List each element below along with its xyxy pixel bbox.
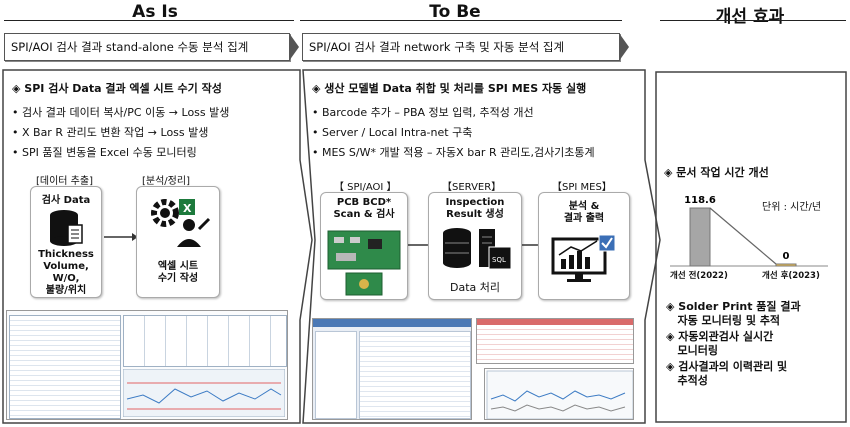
to-be-step2-line-1: Inspection bbox=[445, 197, 505, 208]
header-to-be: To Be bbox=[429, 2, 481, 22]
chart-data-label-1: 118.6 bbox=[684, 195, 716, 206]
effect-panel-outline bbox=[655, 71, 847, 423]
effect-bullet-3: ◈ 자동외관검사 실시간 bbox=[666, 330, 774, 343]
to-be-step1-line-2: Scan & 검사 bbox=[333, 209, 395, 220]
to-be-step3-label: 【SPI MES】 bbox=[552, 182, 612, 193]
to-be-step2-label: 【SERVER】 bbox=[442, 182, 502, 193]
to-be-mes-screenshot-2 bbox=[476, 318, 634, 364]
svg-text:X: X bbox=[183, 202, 192, 215]
as-is-step1-line-4: 불량/위치 bbox=[45, 285, 87, 296]
effect-bullet-2: 자동 모니터링 및 추적 bbox=[666, 314, 781, 327]
to-be-title: ◈ 생산 모델별 Data 취합 및 처리를 SPI MES 자동 실행 bbox=[312, 82, 587, 95]
header-effect: 개선 효과 bbox=[715, 7, 785, 27]
chart-bar-2 bbox=[775, 263, 797, 267]
pcb-board-icon bbox=[327, 230, 401, 296]
effect-bullet-6: 추적성 bbox=[666, 374, 708, 387]
as-is-step2-line-1: 엑셀 시트 bbox=[157, 261, 199, 272]
to-be-bullet-2: • Server / Local Intra-net 구축 bbox=[312, 126, 473, 139]
to-be-mes-screenshot-1 bbox=[312, 318, 472, 420]
chart-category-2: 개선 후(2023) bbox=[762, 271, 820, 281]
as-is-step1-label: [데이터 추출] bbox=[36, 176, 93, 187]
effect-unit: 단위 : 시간/년 bbox=[762, 202, 822, 213]
as-is-step2-line-2: 수기 작성 bbox=[157, 273, 199, 284]
to-be-step3-line-2: 결과 출력 bbox=[563, 213, 605, 224]
as-is-bullet-1: • 검사 결과 데이터 복사/PC 이동 → Loss 발생 bbox=[12, 106, 230, 119]
as-is-step1-line-3: W/O, bbox=[52, 273, 80, 284]
header-effect-underline bbox=[660, 20, 846, 21]
to-be-step2-bottom: Data 처리 bbox=[449, 281, 500, 294]
header-as-is: As Is bbox=[132, 2, 178, 22]
to-be-step1-box: PCB BCD* Scan & 검사 bbox=[320, 192, 408, 300]
chart-trend-line bbox=[709, 207, 777, 265]
monitor-chart-icon bbox=[551, 234, 616, 282]
as-is-step1-line-1: Thickness bbox=[38, 249, 94, 260]
chart-category-1: 개선 전(2022) bbox=[670, 271, 728, 281]
as-is-banner-text: SPI/AOI 검사 결과 stand-alone 수동 분석 집계 bbox=[11, 40, 249, 54]
gear-excel-icon: X bbox=[151, 199, 211, 247]
chart-data-label-2: 0 bbox=[783, 251, 790, 262]
to-be-step3-box: 분석 & 결과 출력 bbox=[538, 192, 630, 300]
to-be-bullet-3: • MES S/W* 개발 적용 – 자동X bar R 관리도,검사기초통계 bbox=[312, 146, 595, 159]
sql-label: SQL bbox=[492, 256, 506, 264]
server-database-icon: SQL bbox=[443, 228, 512, 270]
as-is-flow-arrow bbox=[104, 233, 138, 241]
effect-bullet-4: 모니터링 bbox=[666, 344, 718, 357]
effect-bullet-1: ◈ Solder Print 품질 결과 bbox=[666, 300, 801, 313]
as-is-step2-label: [분석/정리] bbox=[142, 176, 190, 187]
as-is-panel-outline bbox=[2, 69, 313, 424]
as-is-step1-title: 검사 Data bbox=[41, 195, 91, 206]
to-be-step1-line-1: PCB BCD* bbox=[336, 197, 392, 208]
to-be-step2-box: Inspection Result 생성 SQL Data 처리 bbox=[428, 192, 522, 300]
to-be-mes-screenshot-3 bbox=[484, 368, 634, 420]
header-to-be-underline bbox=[300, 20, 622, 21]
effect-bullet-5: ◈ 검사결과의 이력관리 및 bbox=[666, 360, 788, 373]
header-as-is-underline bbox=[4, 20, 294, 21]
to-be-bullet-1: • Barcode 추가 – PBA 정보 입력, 추적성 개선 bbox=[312, 106, 534, 119]
to-be-step1-label: 【 SPI/AOI 】 bbox=[334, 182, 397, 193]
as-is-excel-screenshot bbox=[6, 310, 288, 420]
as-is-banner-arrow bbox=[289, 33, 299, 61]
to-be-step3-line-1: 분석 & bbox=[568, 201, 600, 212]
to-be-panel-outline bbox=[302, 69, 661, 424]
effect-title: ◈ 문서 작업 시간 개선 bbox=[664, 166, 769, 179]
as-is-banner: SPI/AOI 검사 결과 stand-alone 수동 분석 집계 bbox=[4, 33, 290, 61]
to-be-banner: SPI/AOI 검사 결과 network 구축 및 자동 분석 집계 bbox=[302, 33, 620, 61]
to-be-step2-line-2: Result 생성 bbox=[446, 209, 504, 220]
to-be-banner-text: SPI/AOI 검사 결과 network 구축 및 자동 분석 집계 bbox=[309, 40, 565, 54]
as-is-step1-line-2: Volume, bbox=[43, 261, 89, 272]
effect-bar-chart: 118.60 bbox=[670, 195, 828, 267]
as-is-step2-box: X 엑셀 시트 수기 작성 bbox=[136, 186, 220, 298]
as-is-bullet-2: • X Bar R 관리도 변환 작업 → Loss 발생 bbox=[12, 126, 209, 139]
as-is-step1-box: 검사 Data Thickness Volume, W/O, 불량/위치 bbox=[30, 186, 102, 298]
as-is-title: ◈ SPI 검사 Data 결과 엑셀 시트 수기 작성 bbox=[12, 82, 222, 95]
to-be-banner-arrow bbox=[619, 33, 629, 61]
database-icon bbox=[50, 210, 83, 246]
as-is-bullet-3: • SPI 품질 변동을 Excel 수동 모니터링 bbox=[12, 146, 197, 159]
chart-bar-1 bbox=[689, 207, 711, 267]
